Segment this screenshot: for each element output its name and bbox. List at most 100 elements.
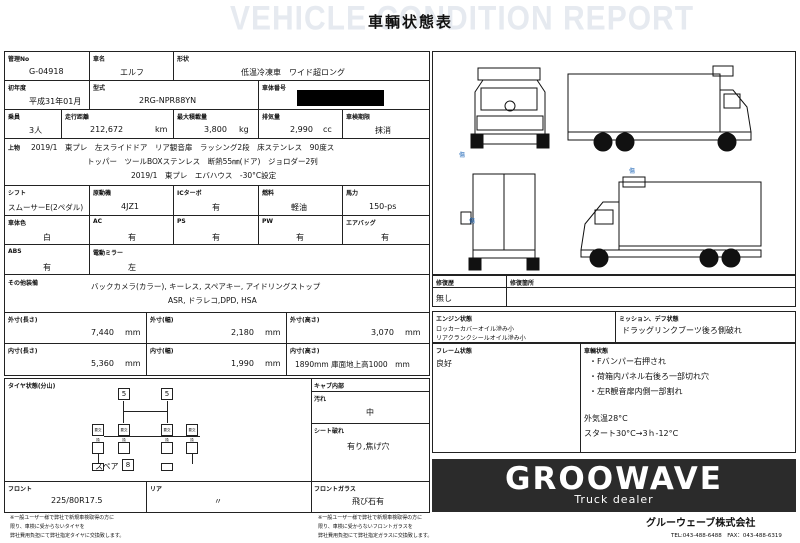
hp-label: 馬力 — [346, 190, 359, 197]
load-label: 最大積載量 — [177, 114, 208, 121]
equip-line1: バックカメラ(カラー), キーレス, スペアキー, アイドリングストップ — [91, 282, 321, 291]
spec-table: 管理No G-04918 車名 エルフ 形状 低温冷凍車 ワイド超ロング 初年度… — [4, 51, 430, 376]
truck-diagram: 傷 傷 傷 — [432, 51, 796, 275]
outer-len-value: 7,440 — [91, 328, 114, 337]
truck-line-drawings — [460, 65, 762, 271]
inspect-value: 抹消 — [375, 126, 391, 135]
repair-hist-value: 無し — [436, 294, 452, 303]
seats-value: 3人 — [29, 126, 43, 135]
disp-unit: cc — [323, 125, 332, 134]
inner-wid-label: 内寸(幅) — [150, 348, 174, 355]
load-value: 3,800 — [204, 125, 227, 134]
tire-rear2-il — [118, 442, 130, 454]
mileage-label: 走行距離 — [65, 114, 90, 121]
front-tire-value: 225/80R17.5 — [51, 496, 103, 505]
glass-note-2: 限り、車検に受からないフロントガラスを — [318, 524, 413, 530]
engine-label: 原動機 — [93, 190, 112, 197]
hp-value: 150-ps — [369, 202, 397, 211]
chassis-redacted — [297, 90, 384, 106]
inner-wid-value: 1,990 — [231, 359, 254, 368]
outer-hgt-label: 外寸(高さ) — [290, 317, 320, 324]
rear-tire-value: 〃 — [214, 497, 222, 506]
damage-mark-2: 傷 — [629, 168, 636, 175]
tire-rear2-or — [186, 442, 198, 454]
company-name: グルーウェーブ株式会社 — [646, 518, 756, 529]
damage-mark-3: 傷 — [469, 218, 476, 225]
fuel-value: 軽油 — [291, 203, 307, 212]
mirror-value: 左 — [128, 263, 136, 272]
disp-label: 排気量 — [262, 114, 281, 121]
inner-hgt-value: 1890mm 庫面地上高1000 mm — [295, 360, 410, 369]
inner-len-label: 内寸(長さ) — [8, 348, 38, 355]
rear-tire-label: リア — [150, 486, 163, 493]
upper-label: 上物 — [8, 145, 21, 152]
outer-hgt-unit: mm — [405, 328, 421, 337]
engine-state-line1: ロッカーカバーオイル滲み小 — [436, 326, 515, 333]
ps-label: PS — [177, 218, 186, 225]
temp-line-2: スタート30°C→3ｈ-12°C — [584, 429, 679, 438]
repair-table: 修復歴 無し 修復箇所 — [432, 275, 796, 307]
spare-value: 8 — [122, 459, 134, 471]
body-line-2: ・荷箱内パネル右後ろ一部切れ穴 — [589, 372, 709, 381]
engine-value: 4JZ1 — [121, 202, 140, 211]
mgmt-label: 管理No — [8, 56, 30, 63]
inner-len-value: 5,360 — [91, 359, 114, 368]
upper-line1: 2019/1 東プレ 左スライドドア リア観音扉 ラッシング2段 床ステンレス … — [31, 143, 335, 152]
spare-label: スペア — [95, 462, 119, 471]
reg-label: 初年度 — [8, 85, 27, 92]
chassis-label: 車体番号 — [262, 85, 287, 92]
tire-cabin-table: タイヤ状態(分山) 5 5 要交換 要交換 要交換 要交換 スペア 8 フロント… — [4, 378, 430, 513]
cabin-label: キャブ内部 — [314, 383, 345, 390]
glass-note-1: ※一般ユーザー様で弊社で新規車検取得の方に — [318, 515, 423, 521]
model-value: 2RG-NPR88YN — [139, 96, 197, 105]
color-value: 白 — [43, 233, 51, 242]
shape-value: 低温冷凍車 ワイド超ロング — [241, 68, 345, 77]
tire-front-left: 5 — [118, 388, 130, 400]
ic-value: 有 — [212, 203, 220, 212]
airbag-value: 有 — [381, 233, 389, 242]
abs-label: ABS — [8, 248, 22, 255]
outer-len-label: 外寸(長さ) — [8, 317, 38, 324]
outer-wid-value: 2,180 — [231, 328, 254, 337]
outer-len-unit: mm — [125, 328, 141, 337]
shift-label: シフト — [8, 190, 27, 197]
frame-label: フレーム状態 — [436, 348, 472, 355]
mission-value: ドラッグリンクブーツ後ろ側破れ — [622, 326, 742, 335]
damage-mark-1: 傷 — [459, 152, 466, 159]
ac-value: 有 — [128, 233, 136, 242]
tire-note-1: ※一般ユーザー様で弊社で新規車検取得の方に — [10, 515, 115, 521]
mileage-unit: km — [155, 125, 168, 134]
ac-label: AC — [93, 218, 103, 225]
inner-len-unit: mm — [125, 359, 141, 368]
tire-rear-il: 要交換 — [118, 424, 130, 442]
body-line-1: ・Fバンパー右押され — [589, 357, 667, 366]
front-tire-label: フロント — [8, 486, 33, 493]
load-unit: kg — [239, 125, 249, 134]
glass-label: フロントガラス — [314, 486, 356, 493]
tire-note-3: 弊社費用負担にて弊社指定タイヤに交換致します。 — [10, 533, 125, 539]
engine-table: エンジン状態 ロッカーカバーオイル滲み小 リアクランクシールオイル滲み小 ミッシ… — [432, 311, 796, 343]
tire-rear-or: 要交換 — [186, 424, 198, 442]
tire-rear3-or — [161, 463, 173, 471]
frame-table: フレーム状態 良好 車輌状態 ・Fバンパー右押され ・荷箱内パネル右後ろ一部切れ… — [432, 343, 796, 453]
outer-hgt-value: 3,070 — [371, 328, 394, 337]
company-logo: GROOWAVE Truck dealer — [432, 459, 796, 512]
tire-note-2: 限り、車検に受からないタイヤを — [10, 524, 85, 530]
inner-wid-unit: mm — [265, 359, 281, 368]
abs-value: 有 — [43, 263, 51, 272]
seat-value: 有り,焦げ穴 — [347, 442, 390, 451]
dirt-value: 中 — [366, 408, 374, 417]
glass-value: 飛び石有 — [352, 497, 384, 506]
frame-value: 良好 — [436, 359, 452, 368]
inner-hgt-label: 内寸(高さ) — [290, 348, 320, 355]
glass-note-3: 弊社費用負担にて弊社指定ガラスに交換致します。 — [318, 533, 433, 539]
tire-front-right: 5 — [161, 388, 173, 400]
dirt-label: 汚れ — [314, 396, 327, 403]
reg-value: 平成31年01月 — [29, 97, 82, 106]
engine-state-line2: リアクランクシールオイル滲み小 — [436, 335, 526, 342]
engine-state-label: エンジン状態 — [436, 316, 473, 323]
model-label: 型式 — [93, 85, 106, 92]
tire-rear-ir: 要交換 — [161, 424, 173, 442]
tire-rear2-ir — [161, 442, 173, 454]
mission-label: ミッション、デフ状態 — [619, 316, 679, 323]
